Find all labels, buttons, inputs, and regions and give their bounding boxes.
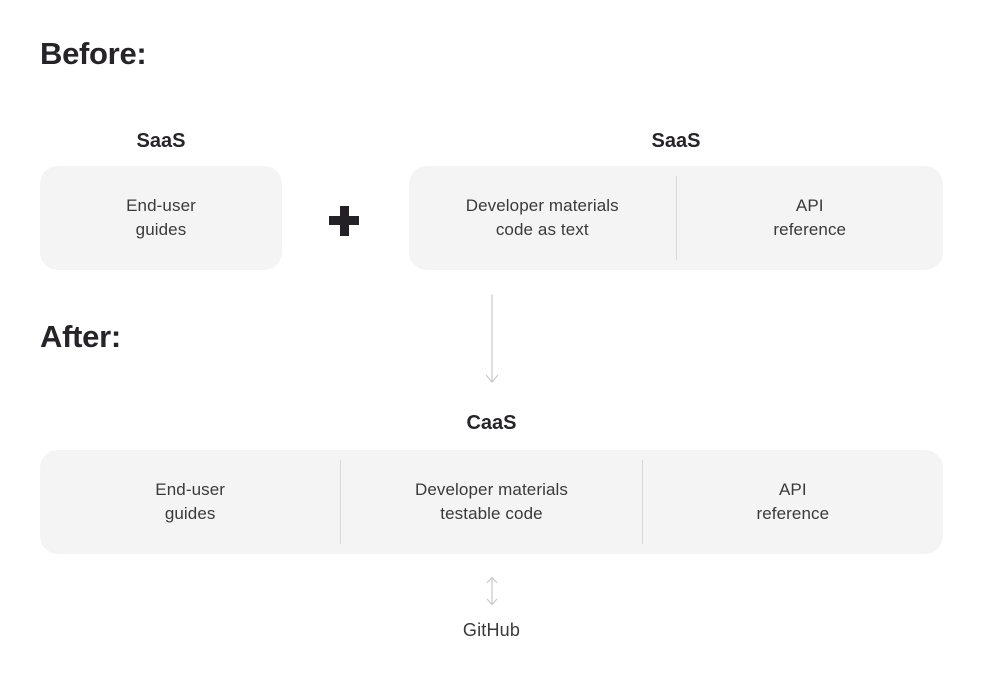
saas-left-box: End-user guides (40, 166, 282, 270)
before-heading: Before: (40, 36, 147, 71)
cell-line: Developer materials (465, 196, 619, 215)
plus-icon (314, 190, 374, 250)
cell-line: code as text (495, 220, 589, 239)
cell-line: reference (756, 504, 830, 523)
developer-materials-cell: Developer materials code as text (409, 166, 676, 270)
arrow-down-icon (485, 294, 499, 383)
api-reference-cell: API reference (643, 450, 943, 554)
caas-box: End-user guides Developer materials test… (40, 450, 943, 554)
cell-divider (675, 176, 677, 260)
arrow-up-down-icon (486, 576, 498, 606)
caas-label: CaaS (466, 412, 517, 434)
after-heading: After: (40, 319, 121, 354)
end-user-guides-cell: End-user guides (40, 450, 340, 554)
cell-line: reference (773, 220, 847, 239)
saas-right-label: SaaS (651, 130, 701, 152)
github-label: GitHub (462, 620, 521, 640)
cell-line: End-user (155, 480, 226, 499)
cell-line: guides (135, 220, 187, 239)
cell-line: Developer materials (414, 480, 569, 499)
saas-left-label: SaaS (136, 130, 186, 152)
cell-line: guides (164, 504, 216, 523)
cell-line: testable code (440, 504, 543, 523)
api-reference-cell: API reference (677, 166, 944, 270)
end-user-guides-cell: End-user guides (40, 166, 282, 270)
cell-divider (641, 460, 643, 544)
cell-line: End-user (126, 196, 196, 215)
cell-line: API (778, 480, 807, 499)
cell-line: API (795, 196, 824, 215)
developer-materials-cell: Developer materials testable code (341, 450, 641, 554)
plus-vertical-bar (339, 205, 349, 236)
saas-right-box: Developer materials code as text API ref… (409, 166, 943, 270)
cell-divider (340, 460, 342, 544)
